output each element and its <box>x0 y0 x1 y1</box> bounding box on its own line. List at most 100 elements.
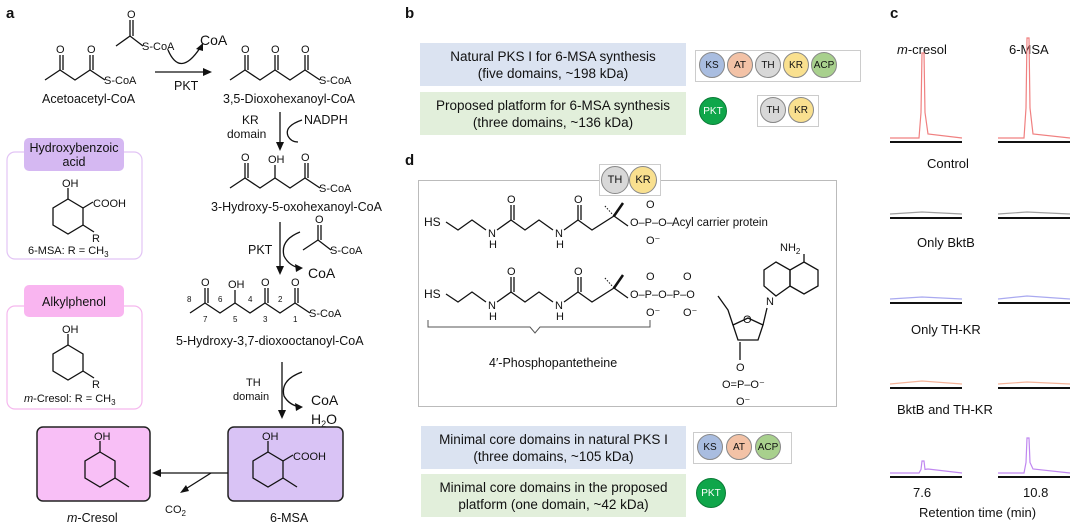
trace-1-0 <box>889 211 963 215</box>
svg-text:O: O <box>271 44 280 56</box>
kr-domain-label-2: domain <box>227 127 266 141</box>
panel-b-label: b <box>405 5 415 22</box>
alkylphenol-tag <box>24 285 124 317</box>
svg-text:OH: OH <box>262 431 279 443</box>
domain-pkt: PKT <box>699 97 727 125</box>
svg-text:Alkylphenol: Alkylphenol <box>42 295 106 309</box>
trace-4-0 <box>890 460 963 474</box>
svg-text:S-CoA: S-CoA <box>319 75 352 87</box>
column-label-m-cresol: m-cresol <box>897 42 947 57</box>
acetyl-coa-structure: O S-CoA <box>115 9 175 53</box>
condition-bktb-and-th-kr: BktB and TH-KR <box>897 402 993 417</box>
acetoacetyl-coa-name: Acetoacetyl-CoA <box>42 92 136 106</box>
condition-only-bktb: Only BktB <box>917 235 975 250</box>
curved-arrow-4 <box>282 371 303 408</box>
svg-text:R: R <box>92 233 100 245</box>
msa-product-box <box>227 426 344 502</box>
svg-text:O: O <box>87 44 96 56</box>
domain-kr: KR <box>629 166 657 194</box>
enzyme-pkt-2: PKT <box>248 243 273 257</box>
hydroxybenzoic-acid-tag <box>24 138 124 171</box>
trace-2-1 <box>997 295 1071 300</box>
domain-th: TH <box>755 52 781 78</box>
msa-name: 6-MSA <box>270 511 309 525</box>
svg-text:S-CoA: S-CoA <box>309 308 342 320</box>
domain-pkt: PKT <box>696 478 726 508</box>
dioxooctanoyl-coa-name: 5-Hydroxy-3,7-dioxooctanoyl-CoA <box>176 334 364 348</box>
svg-text:O: O <box>241 152 250 164</box>
svg-text:O: O <box>301 44 310 56</box>
trace-3-0 <box>889 380 963 385</box>
phosphopantetheine-frame <box>418 180 837 407</box>
proposed-platform-box: Proposed platform for 6-MSA synthesis (t… <box>420 92 686 135</box>
curved-arrow-2 <box>286 119 303 143</box>
domain-th: TH <box>601 166 629 194</box>
water-label: H2O <box>311 411 337 429</box>
domain-ks: KS <box>699 52 725 78</box>
domain-kr: KR <box>783 52 809 78</box>
alkylphenol-structure: OH R <box>52 324 100 391</box>
dioxooctanoyl-coa-structure: O OH O O S-CoA 8 7 6 5 4 3 2 1 <box>187 277 342 324</box>
minimal-proposed-box: Minimal core domains in the proposed pla… <box>421 474 686 517</box>
condition-only-th-kr: Only TH-KR <box>911 322 981 337</box>
domain-at: AT <box>726 434 752 460</box>
coa-released-3: CoA <box>311 392 339 408</box>
domain-at: AT <box>727 52 753 78</box>
msa-r-group: 6-MSA: R = CH3 <box>28 245 109 259</box>
th-domain-label-1: TH <box>246 377 261 389</box>
hydroxybenzoic-structure: OH COOH R <box>52 178 126 245</box>
panel-d-label: d <box>405 152 415 169</box>
x-axis-label: Retention time (min) <box>919 505 1037 520</box>
svg-text:acid: acid <box>63 155 86 169</box>
natural-pks-box: Natural PKS I for 6-MSA synthesis (five … <box>420 43 686 86</box>
svg-text:R: R <box>92 379 100 391</box>
svg-text:5: 5 <box>233 315 238 324</box>
hydroxy-oxohexanoyl-coa-structure: O OH O S-CoA <box>229 152 352 195</box>
svg-text:3: 3 <box>263 315 268 324</box>
acetyl-coa-structure-2: O S-CoA <box>302 214 363 257</box>
column-label-6-msa: 6-MSA <box>1009 42 1049 57</box>
svg-text:6: 6 <box>218 295 223 304</box>
cresol-name: m-Cresol <box>67 511 118 525</box>
domain-kr: KR <box>788 97 814 123</box>
x-tick-7-6: 7.6 <box>913 485 932 500</box>
svg-text:OH: OH <box>228 279 245 291</box>
svg-text:O: O <box>241 44 250 56</box>
svg-text:OH: OH <box>62 324 79 336</box>
svg-text:OH: OH <box>268 154 285 166</box>
panel-c-label: c <box>890 5 899 22</box>
svg-text:S-CoA: S-CoA <box>330 245 363 257</box>
svg-text:O: O <box>301 152 310 164</box>
panel-a: a O O S-CoA Acetoacetyl-CoA O S-CoA CoA … <box>6 5 383 525</box>
svg-text:O: O <box>261 277 270 289</box>
trace-4-1 <box>998 437 1071 474</box>
svg-text:O: O <box>56 44 65 56</box>
svg-text:COOH: COOH <box>293 451 326 463</box>
domain-acp: ACP <box>755 434 781 460</box>
svg-text:1: 1 <box>293 315 298 324</box>
svg-text:O: O <box>315 214 324 226</box>
curved-arrow-1 <box>167 47 201 65</box>
svg-text:OH: OH <box>62 178 79 190</box>
domain-th: TH <box>760 97 786 123</box>
trace-3-1 <box>997 381 1071 385</box>
svg-text:7: 7 <box>203 315 208 324</box>
hydroxy-oxohexanoyl-coa-name: 3-Hydroxy-5-oxohexanoyl-CoA <box>211 200 383 214</box>
trace-1-1 <box>997 211 1071 215</box>
co2-label: CO2 <box>165 504 187 518</box>
svg-text:COOH: COOH <box>93 198 126 210</box>
trace-2-0 <box>889 296 963 300</box>
svg-text:4: 4 <box>248 295 253 304</box>
dioxohexanoyl-coa-structure: O O O S-CoA <box>229 44 352 87</box>
curved-arrow-3 <box>282 231 301 269</box>
svg-text:O: O <box>291 277 300 289</box>
cresol-structure: OH <box>84 431 130 488</box>
svg-text:S-CoA: S-CoA <box>319 183 352 195</box>
svg-text:8: 8 <box>187 295 192 304</box>
svg-text:S-CoA: S-CoA <box>142 41 175 53</box>
svg-text:OH: OH <box>94 431 111 443</box>
enzyme-pkt-1: PKT <box>174 79 199 93</box>
dioxohexanoyl-coa-name: 3,5-Dioxohexanoyl-CoA <box>223 92 356 106</box>
svg-text:O: O <box>127 9 136 21</box>
svg-text:S-CoA: S-CoA <box>104 75 137 87</box>
